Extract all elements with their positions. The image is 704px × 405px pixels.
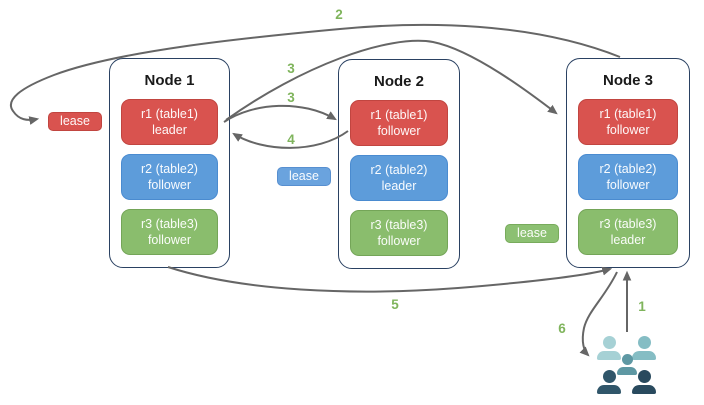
person-torso <box>632 385 656 394</box>
lease-badge-r2: lease <box>277 167 331 186</box>
replica-range-label: r2 (table2) <box>141 161 198 176</box>
step-label-4: 4 <box>287 132 295 147</box>
lease-badge-r3: lease <box>505 224 559 243</box>
person-torso <box>597 385 621 394</box>
replica-role-label: leader <box>381 179 417 193</box>
replica-range-label: r1 (table1) <box>599 106 657 121</box>
person-torso <box>632 351 656 360</box>
node-2-replica-r2: r2 (table2) leader <box>350 155 448 201</box>
step-label-3-lower: 3 <box>287 90 295 105</box>
replica-role-label: leader <box>610 233 646 247</box>
replica-range-label: r1 (table1) <box>141 106 198 121</box>
replica-range-label: r3 (table3) <box>141 216 198 231</box>
node-1: Node 1 r1 (table1) leader r2 (table2) fo… <box>109 58 230 268</box>
node-1-replica-r1: r1 (table1) leader <box>121 99 218 145</box>
replica-range-label: r3 (table3) <box>370 217 428 232</box>
step-label-2: 2 <box>335 7 343 22</box>
replica-role-label: follower <box>377 234 421 248</box>
arrow-step-2 <box>10 23 621 125</box>
step-label-1: 1 <box>638 299 646 314</box>
person-torso <box>617 367 637 375</box>
node-1-replica-r3: r3 (table3) follower <box>121 209 218 255</box>
replica-range-label: r2 (table2) <box>370 162 428 177</box>
node-3-replica-r2: r2 (table2) follower <box>578 154 678 200</box>
users-group-icon <box>595 334 659 396</box>
person-head <box>621 354 633 365</box>
node-2: Node 2 r1 (table1) follower r2 (table2) … <box>338 59 460 269</box>
node-3-replica-r3: r3 (table3) leader <box>578 209 678 255</box>
replica-role-label: leader <box>152 123 187 137</box>
person-icon <box>632 370 656 396</box>
replica-range-label: r1 (table1) <box>370 107 428 122</box>
lease-badge-r1: lease <box>48 112 102 131</box>
replica-role-label: follower <box>606 123 650 137</box>
node-3-replica-r1: r1 (table1) follower <box>578 99 678 145</box>
person-icon <box>632 336 656 362</box>
person-icon <box>597 370 621 396</box>
person-head <box>637 370 651 383</box>
node-2-title: Node 2 <box>373 73 424 90</box>
node-1-replica-r2: r2 (table2) follower <box>121 154 218 200</box>
replica-range-label: r2 (table2) <box>599 161 657 176</box>
person-head <box>602 370 616 383</box>
arrow-step-5 <box>167 266 613 293</box>
replica-range-label: r3 (table3) <box>599 216 657 231</box>
person-head <box>602 336 616 349</box>
node-2-replica-r3: r3 (table3) follower <box>350 210 448 256</box>
node-2-replica-r1: r1 (table1) follower <box>350 100 448 146</box>
arrow-step-3-to-node2 <box>223 104 337 123</box>
replica-role-label: follower <box>147 178 192 192</box>
person-icon <box>617 354 637 380</box>
replica-role-label: follower <box>377 124 421 138</box>
node-3: Node 3 r1 (table1) follower r2 (table2) … <box>566 58 690 268</box>
replica-role-label: follower <box>606 178 650 192</box>
node-1-title: Node 1 <box>144 72 195 89</box>
node-3-title: Node 3 <box>602 72 653 89</box>
step-label-6: 6 <box>558 321 566 336</box>
step-label-3-upper: 3 <box>287 61 295 76</box>
step-label-5: 5 <box>391 297 399 312</box>
replica-role-label: follower <box>147 233 192 247</box>
person-head <box>637 336 651 349</box>
